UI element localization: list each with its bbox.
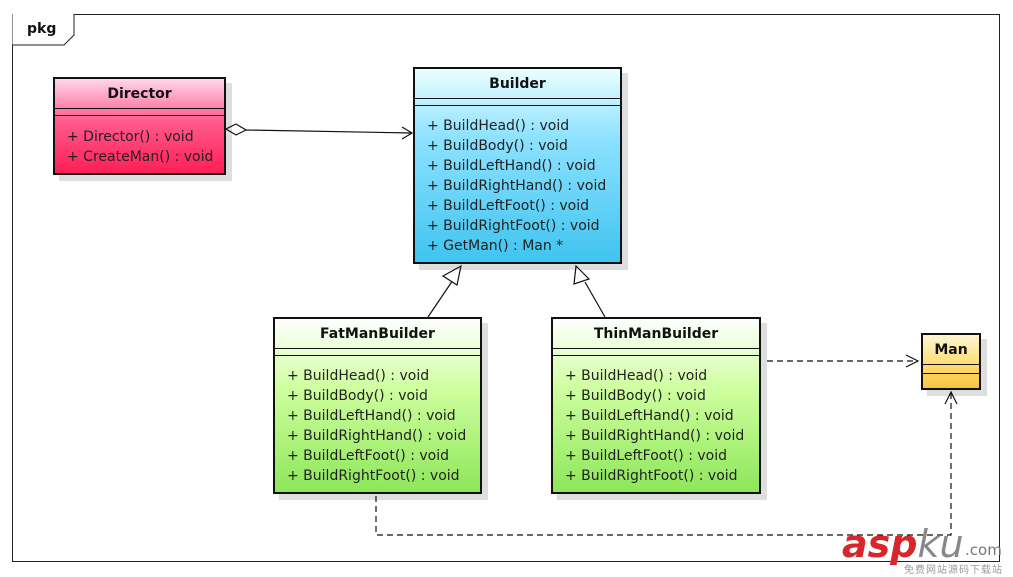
operation: + BuildRightHand() : void — [427, 178, 607, 194]
operation: + BuildRightFoot() : void — [287, 468, 460, 484]
operations-compartment: + BuildHead() : void + BuildBody() : voi… — [553, 356, 759, 486]
package-tab — [12, 14, 75, 46]
operation: + BuildRightHand() : void — [287, 428, 467, 444]
operation: + BuildLeftFoot() : void — [565, 448, 728, 464]
class-name: Builder — [415, 69, 620, 99]
operation: + BuildHead() : void — [427, 118, 570, 134]
class-name: Man — [923, 335, 979, 365]
operation: + BuildLeftFoot() : void — [427, 198, 590, 214]
operation: + BuildHead() : void — [565, 368, 708, 384]
operation: + CreateMan() : void — [67, 149, 214, 165]
watermark-subtitle: 免费网站源码下载站 — [904, 565, 1003, 576]
class-man[interactable]: Man — [921, 333, 981, 390]
class-builder[interactable]: Builder + BuildHead() : void + BuildBody… — [413, 67, 622, 264]
operation: + BuildLeftHand() : void — [427, 158, 596, 174]
package-frame — [12, 14, 1000, 562]
class-name: ThinManBuilder — [553, 319, 759, 349]
generalization-fat-builder — [427, 264, 462, 318]
dependency-thin-man — [767, 354, 920, 368]
operation: + BuildBody() : void — [565, 388, 706, 404]
operation: + BuildHead() : void — [287, 368, 430, 384]
operation: + Director() : void — [67, 129, 194, 145]
watermark-suffix: .com — [965, 541, 1002, 559]
class-name: Director — [55, 79, 224, 109]
operations-compartment: + BuildHead() : void + BuildBody() : voi… — [275, 356, 480, 486]
attributes-compartment — [55, 109, 224, 116]
attributes-compartment — [553, 349, 759, 356]
operation: + BuildRightFoot() : void — [565, 468, 738, 484]
class-fatmanbuilder[interactable]: FatManBuilder + BuildHead() : void + Bui… — [273, 317, 482, 494]
class-name: FatManBuilder — [275, 319, 480, 349]
watermark-asp: asp — [842, 522, 918, 566]
watermark-logo: aspku .com 免费网站源码下载站 — [842, 524, 1010, 576]
class-director[interactable]: Director + Director() : void + CreateMan… — [53, 77, 226, 175]
attributes-compartment — [275, 349, 480, 356]
operations-compartment: + BuildHead() : void + BuildBody() : voi… — [415, 106, 620, 256]
operation: + BuildBody() : void — [427, 138, 568, 154]
operation: + GetMan() : Man * — [427, 238, 564, 254]
association-director-builder — [224, 123, 414, 140]
watermark-main: aspku — [842, 524, 964, 564]
operation: + BuildLeftHand() : void — [287, 408, 456, 424]
class-thinmanbuilder[interactable]: ThinManBuilder + BuildHead() : void + Bu… — [551, 317, 761, 494]
generalization-thin-builder — [573, 264, 606, 318]
operation: + BuildBody() : void — [287, 388, 428, 404]
operation: + BuildLeftFoot() : void — [287, 448, 450, 464]
operations-compartment: + Director() : void + CreateMan() : void — [55, 116, 224, 167]
operation: + BuildRightFoot() : void — [427, 218, 600, 234]
operation: + BuildLeftHand() : void — [565, 408, 734, 424]
attributes-compartment — [415, 99, 620, 106]
dependency-fat-man — [375, 390, 958, 536]
package-label: pkg — [27, 21, 57, 37]
operation: + BuildRightHand() : void — [565, 428, 745, 444]
attributes-compartment — [923, 365, 979, 374]
watermark-ku: ku — [917, 522, 964, 566]
